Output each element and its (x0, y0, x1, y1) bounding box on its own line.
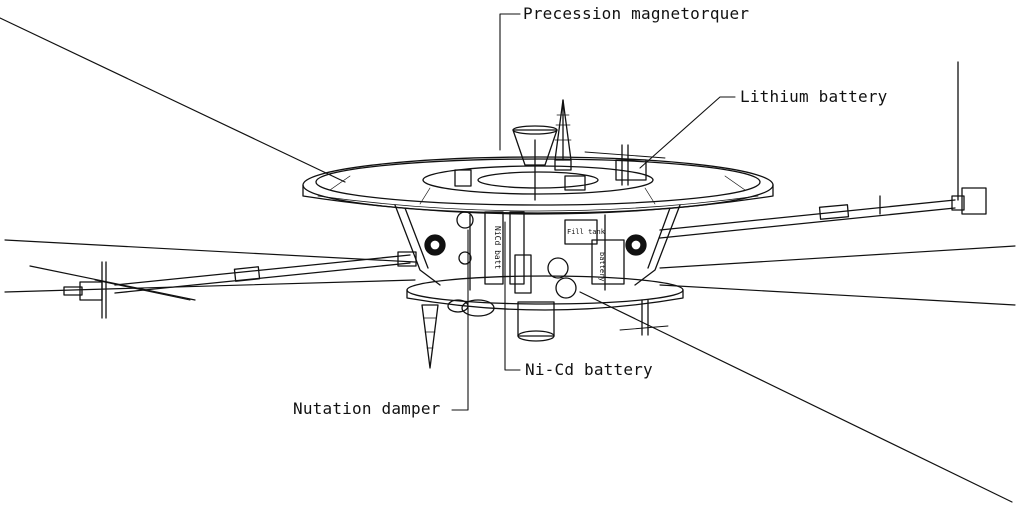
lithium-battery-label: Lithium battery (740, 87, 888, 106)
side-label-marking: battery (598, 252, 606, 282)
nutation-damper-label: Nutation damper (293, 399, 441, 418)
central-equipment (424, 139, 647, 299)
lower-left-cone (421, 304, 439, 369)
nicd-vertical-marking: NiCd batt (493, 226, 502, 270)
left-boom (63, 251, 417, 319)
right-boom (659, 61, 987, 239)
fill-label-marking: Fill tank (567, 228, 606, 236)
upper-deck (302, 156, 774, 215)
lower-right-stub (619, 299, 669, 336)
precession-magnetorquer-label: Precession magnetorquer (523, 4, 750, 23)
leader-lines (451, 13, 736, 411)
top-cones (454, 99, 586, 191)
nicd-battery-label: Ni-Cd battery (525, 360, 653, 379)
